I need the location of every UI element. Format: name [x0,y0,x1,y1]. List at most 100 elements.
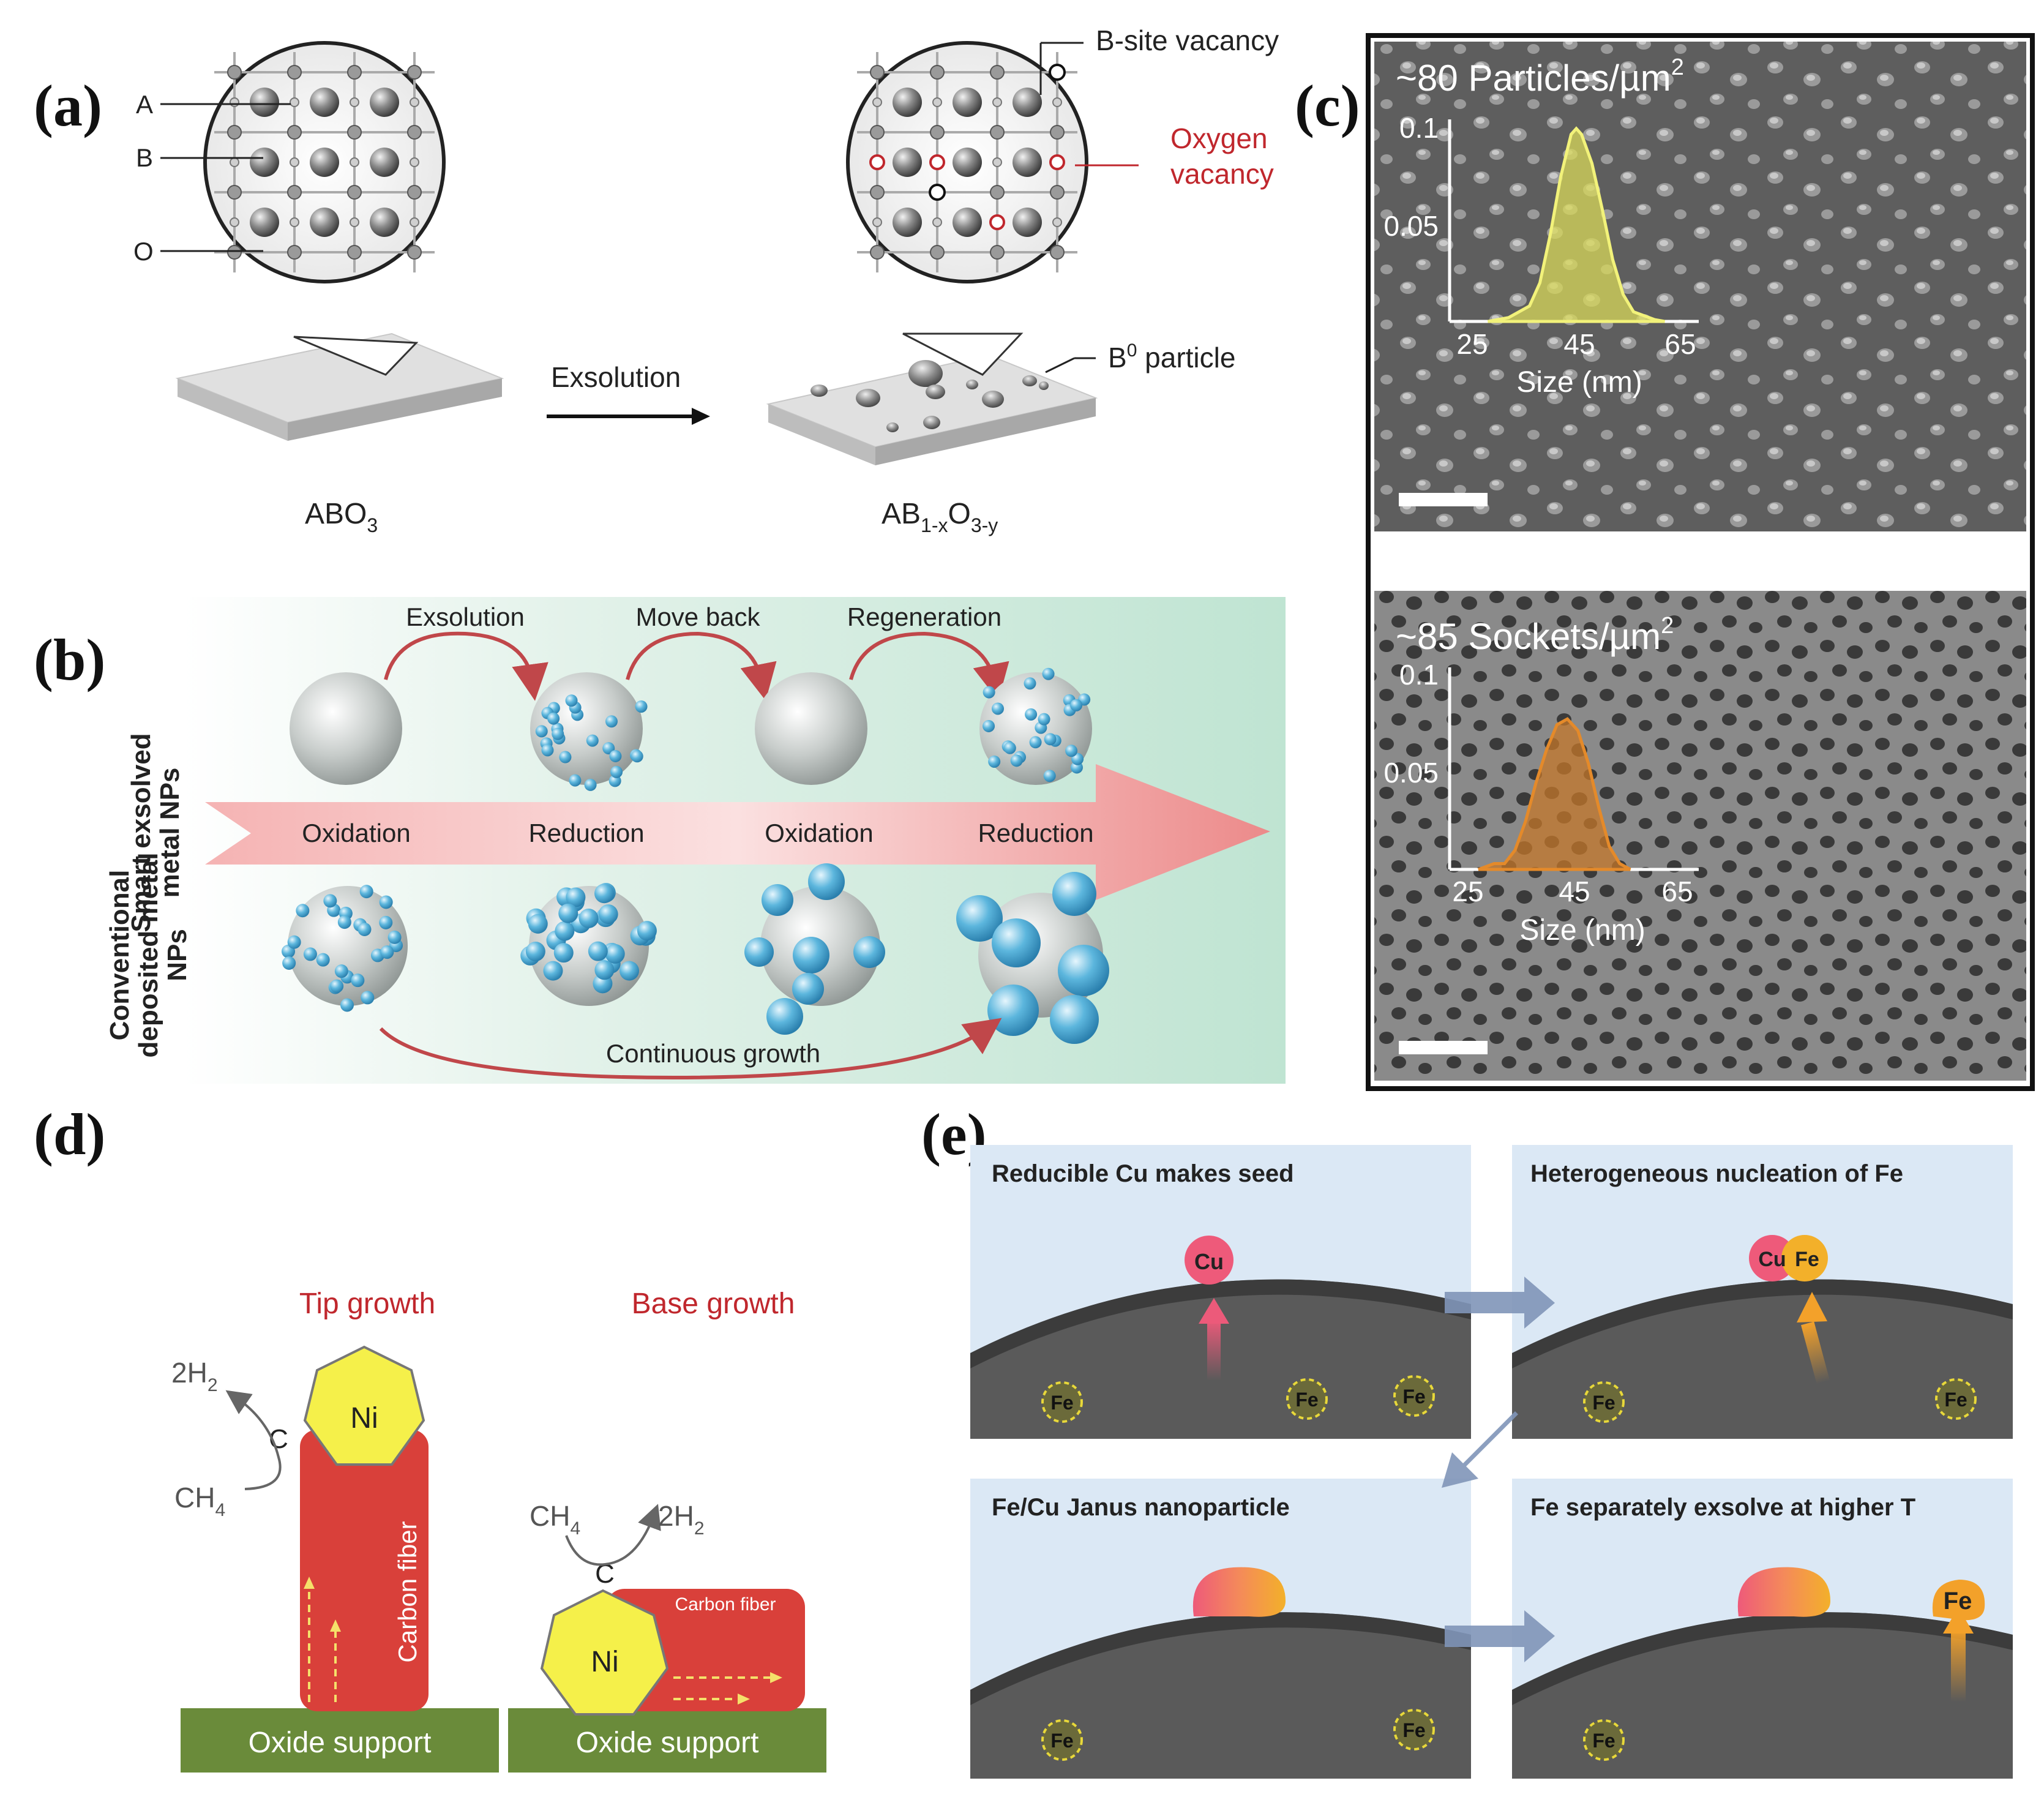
metal-nanoparticle [558,903,578,923]
flow-arrowhead-v1 [304,1577,315,1589]
chart-bot-xtick-25: 25 [1452,876,1483,907]
metal-nanoparticle [1024,677,1036,690]
b-site-atom [870,245,885,260]
ni-label-base: Ni [591,1646,618,1678]
cu-part-janus-seed [1749,1235,1795,1281]
metal-nanoparticle [552,727,564,740]
fe-ion-circle [1393,1375,1435,1417]
metal-nanoparticle [744,937,774,967]
b-site-atom [1050,185,1065,200]
sem-image-particles [1374,42,2026,531]
o-site-atom [1052,97,1062,107]
b-site-atom [347,245,362,260]
b-site-atom [930,125,945,140]
exsolution-process-label: Exsolution [551,361,681,393]
sphere-top-4-decorated [979,667,1092,785]
b-site-atom [227,185,242,200]
metal-nanoparticle [620,961,640,981]
sphere-bottom-4 [956,872,1109,1044]
scale-bar-top [1399,493,1488,506]
fe-ion-label: Fe [1050,1730,1073,1752]
fe-ion-circle [1393,1709,1435,1750]
methane-arrow-tip [225,1390,282,1490]
metal-nanoparticle [323,894,337,908]
sphere-bottom-2 [520,882,657,1006]
panel-c: (c) ~80 Particles/µm2 ~85 Sockets/µm2 0.… [1295,33,2035,1091]
fe-ion-circle [1041,1381,1083,1423]
metal-nanoparticle [1003,741,1016,754]
chart-bot-ytick-0.1: 0.1 [1399,659,1439,691]
b-site-atom [870,185,885,200]
metal-nanoparticle [379,915,393,929]
site-b-label: B [136,143,153,172]
fe-ion-circle [1286,1378,1328,1420]
fe-part-janus-seed [1781,1235,1828,1281]
chart-top-ytick-0.1: 0.1 [1399,112,1439,144]
panel-b: (b) Smart exsolved metal NPs Conventiona… [34,597,1286,1084]
metal-nanoparticle [808,863,845,900]
metal-nanoparticle [569,774,582,787]
a-site-atom [953,208,982,237]
lattice-circle-abo3 [203,41,446,283]
a-site-atom [310,208,339,237]
oxide-support-left [181,1708,499,1773]
flow-arrowhead-h1 [770,1672,782,1683]
tip-growth-title: Tip growth [299,1288,435,1320]
box1-pink-arrow [1207,1319,1221,1381]
o-site-atom [350,217,359,227]
metal-nanoparticle [547,712,560,725]
metal-nanoparticle [584,778,597,791]
fe-ion: Fe [1393,1375,1435,1417]
metal-nanoparticle [282,956,296,970]
metal-nanoparticle [1065,745,1078,757]
metal-nanoparticle [380,945,394,959]
metal-nanoparticle [1052,872,1096,916]
ch4-label-base: CH4 [530,1500,580,1539]
box3-title: Fe/Cu Janus nanoparticle [992,1494,1290,1521]
oxygen-vacancy-marker [989,214,1005,230]
ni-label-tip: Ni [350,1402,378,1435]
b-site-atom [407,245,422,260]
o-site-atom [410,97,419,107]
particle-leader [1045,357,1075,373]
metal-nanoparticle [316,953,330,967]
cu-seed [1185,1236,1234,1285]
metal-nanoparticle [1043,770,1056,782]
chart-particles-size: 0.1 0.05 25 45 65 Size (nm) [1383,112,1699,399]
janus-fe-label: Fe [1795,1248,1819,1271]
fe-ion-label: Fe [1944,1389,1967,1411]
o-site-atom [350,97,359,107]
fe-separate-particle [1932,1580,1985,1621]
panel-a-label: (a) [34,73,102,138]
metal-nanoparticle [1058,945,1109,996]
metal-nanoparticle [337,915,351,929]
carbon-fiber-vertical [300,1430,429,1711]
b0-particle-label: B0 particle [1108,340,1235,373]
metal-nanoparticle [351,974,365,988]
metal-nanoparticle [594,883,614,904]
metal-nanoparticle [287,935,301,949]
exsolution-arrowhead [692,408,710,425]
a-site-atom [1013,148,1042,177]
metal-nanoparticle [991,702,1004,715]
metal-nanoparticle [303,947,317,961]
b-site-atom [407,65,422,80]
metal-nanoparticle [559,751,572,763]
metal-nanoparticle [598,904,618,925]
metal-nanoparticle [296,904,310,918]
bottom-step-continuous-growth: Continuous growth [606,1039,820,1068]
b-site-vacancy-label: B-site vacancy [1096,24,1279,56]
metal-nanoparticle [631,750,643,763]
b-site-atom [990,245,1005,260]
process-big-arrow [205,764,1270,900]
fe-ion-label: Fe [1592,1730,1615,1752]
metal-nanoparticle [1029,736,1042,749]
arrow-step-1: Oxidation [302,819,410,847]
o-site-atom [872,217,882,227]
ni-particle-tip [303,1345,425,1466]
arrow-step-4: Reduction [978,819,1093,847]
fe-ion-label: Fe [1402,1719,1425,1741]
sem-top-title: ~80 Particles/µm2 [1396,54,1684,99]
box1-pink-arrowhead [1199,1298,1229,1324]
